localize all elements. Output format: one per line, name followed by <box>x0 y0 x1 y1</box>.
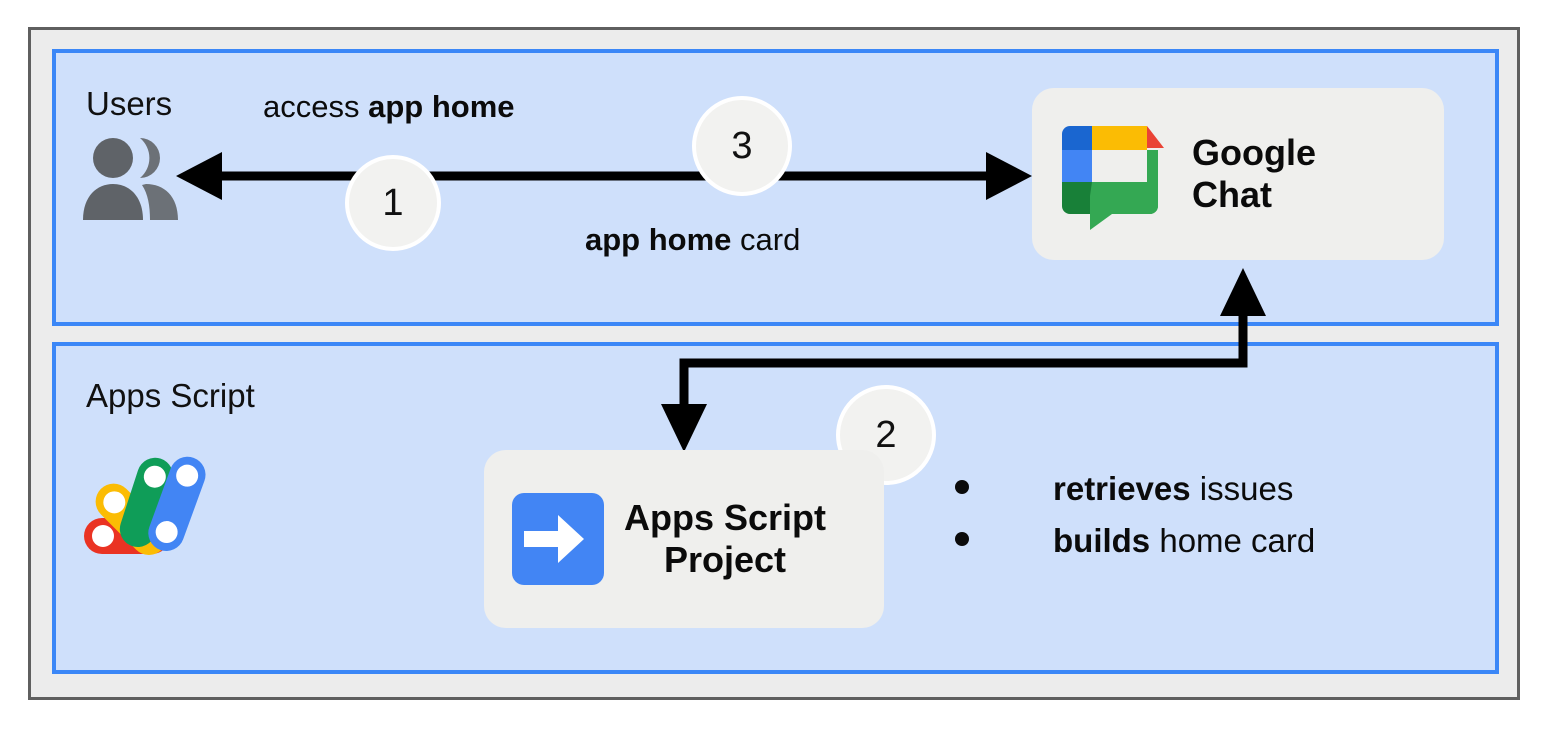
lane-title-users: Users <box>86 85 173 122</box>
apps-script-logo-icon <box>82 450 212 565</box>
flow-label-access-app-home: access app home <box>263 89 515 125</box>
card-google-chat[interactable]: Google Chat <box>1032 88 1444 260</box>
flow-label-access-bold: app home <box>368 89 515 124</box>
google-chat-logo-icon <box>1054 118 1166 230</box>
bullet-dot-icon <box>955 480 969 494</box>
list-item-rest: home card <box>1150 522 1316 559</box>
flow-label-card-plain: card <box>731 222 801 257</box>
step-circle-3: 3 <box>692 96 792 196</box>
card-google-chat-label: Google Chat <box>1192 131 1316 215</box>
list-item-rest: issues <box>1190 470 1294 507</box>
list-item: retrieves issues <box>955 470 1315 508</box>
flow-label-card-bold: app home <box>585 222 732 257</box>
step-circle-1: 1 <box>345 155 441 251</box>
users-icon <box>80 136 184 220</box>
flow-label-access-plain: access <box>263 89 369 124</box>
list-item-text: builds home card <box>1053 522 1315 560</box>
card-apps-script-project[interactable]: Apps Script Project <box>484 450 884 628</box>
flow-label-app-home-card: app home card <box>585 222 800 258</box>
list-item-bold: builds <box>1053 522 1151 559</box>
arrow-right-square-icon <box>512 493 604 585</box>
apps-script-actions-list: retrieves issues builds home card <box>955 470 1315 574</box>
lane-title-apps-script: Apps Script <box>86 377 255 414</box>
list-item-text: retrieves issues <box>1053 470 1293 508</box>
bullet-dot-icon <box>955 532 969 546</box>
card-apps-script-project-label: Apps Script Project <box>624 496 827 580</box>
list-item-bold: retrieves <box>1053 470 1191 507</box>
list-item: builds home card <box>955 522 1315 560</box>
